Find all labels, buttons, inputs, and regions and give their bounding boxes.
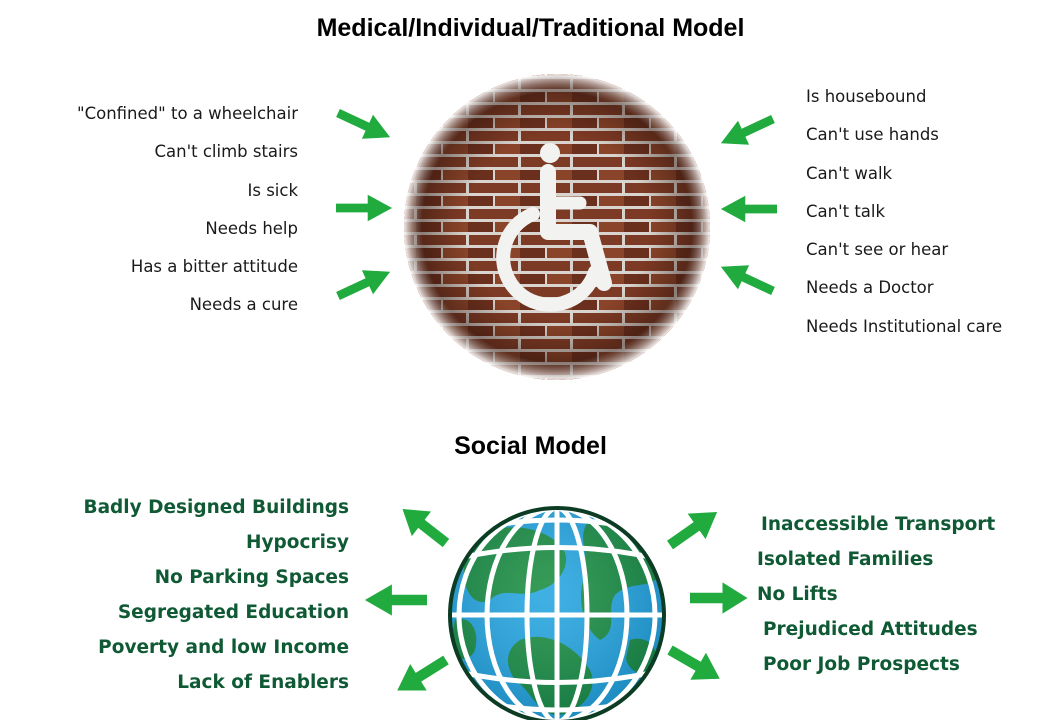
list-item: Isolated Families — [757, 549, 934, 570]
list-item: Needs a Doctor — [806, 278, 934, 298]
list-item: Needs help — [205, 218, 298, 238]
arrow-icon — [715, 254, 779, 303]
wheelchair-icon — [496, 143, 612, 312]
list-item: Needs a cure — [189, 295, 298, 315]
arrow-icon — [715, 107, 779, 156]
list-item: Can't talk — [806, 201, 886, 221]
list-item: Poor Job Prospects — [763, 654, 960, 675]
list-item: Is housebound — [806, 87, 927, 106]
list-item: No Parking Spaces — [154, 567, 349, 588]
list-item: Badly Designed Buildings — [83, 497, 349, 518]
list-item: Inaccessible Transport — [761, 514, 996, 535]
arrow-icon — [392, 496, 456, 556]
list-item: Needs Institutional care — [806, 316, 1003, 336]
list-item: Can't walk — [806, 163, 893, 183]
social-left-list: Badly Designed Buildings Hypocrisy No Pa… — [83, 490, 349, 700]
list-item: Can't climb stairs — [154, 142, 298, 162]
globe-icon — [448, 506, 666, 720]
list-item: Can't use hands — [806, 125, 939, 145]
list-item: "Confined" to a wheelchair — [77, 104, 298, 123]
arrow-icon — [332, 101, 396, 150]
list-item: No Lifts — [757, 584, 838, 605]
arrow-icon — [720, 195, 777, 223]
medical-model-title: Medical/Individual/Traditional Model — [316, 14, 745, 42]
arrow-icon — [661, 499, 727, 558]
arrow-icon — [388, 646, 455, 704]
list-item: Can't see or hear — [806, 240, 949, 260]
arrow-icon — [662, 636, 728, 693]
social-right-list: Inaccessible Transport Isolated Families… — [757, 507, 995, 682]
list-item: Poverty and low Income — [98, 637, 349, 658]
arrow-icon — [332, 259, 396, 308]
list-item: Prejudiced Attitudes — [763, 619, 978, 640]
arrow-icon — [690, 582, 748, 614]
medical-right-list: Is housebound Can't use hands Can't walk… — [806, 78, 1002, 346]
list-item: Hypocrisy — [246, 532, 349, 553]
list-item: Lack of Enablers — [177, 672, 349, 693]
list-item: Has a bitter attitude — [130, 257, 298, 277]
medical-left-list: "Confined" to a wheelchair Can't climb s… — [77, 95, 298, 325]
list-item: Segregated Education — [117, 602, 349, 623]
arrow-icon — [336, 194, 393, 222]
social-model-title: Social Model — [454, 432, 607, 460]
list-item: Is sick — [247, 180, 298, 200]
arrow-icon — [364, 584, 427, 616]
